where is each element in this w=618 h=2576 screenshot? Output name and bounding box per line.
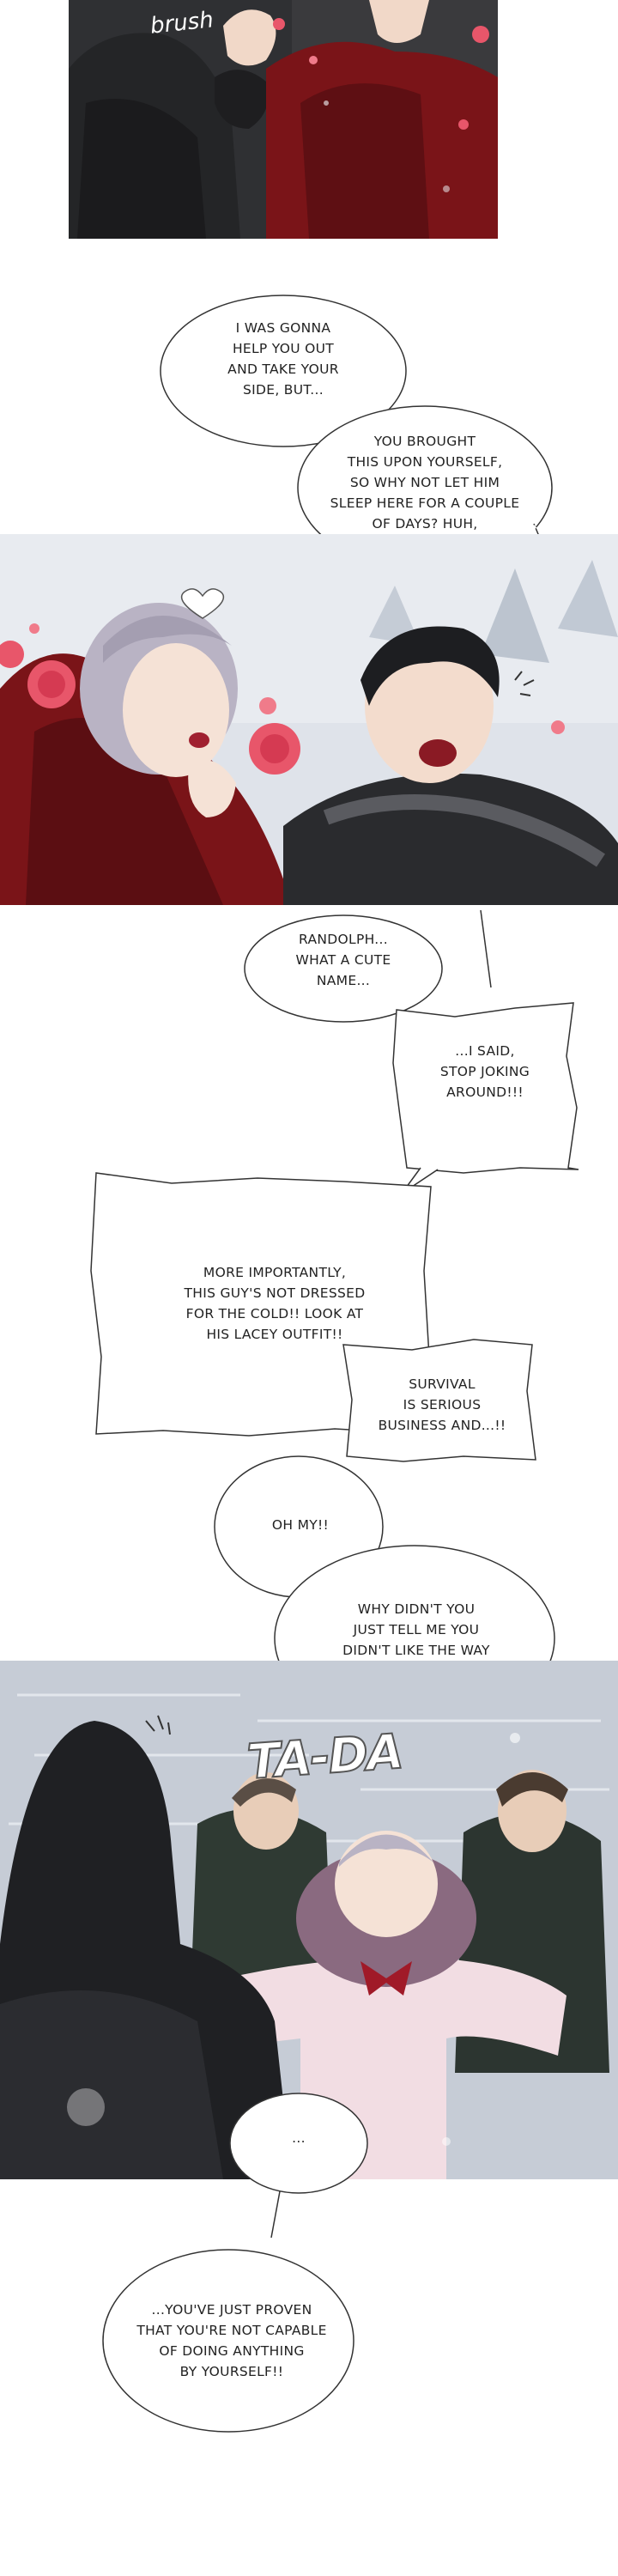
dialogue-9: ... [292, 2130, 306, 2146]
shout-bubble-4 [392, 1002, 579, 1174]
panel-top-brush: brush [69, 0, 498, 239]
dialogue-10: ...YOU'VE JUST PROVEN THAT YOU'RE NOT CA… [136, 2302, 327, 2379]
panel-rose-scene [0, 534, 618, 905]
shout-bubble-6 [342, 1339, 536, 1462]
dialogue-5: MORE IMPORTANTLY, THIS GUY'S NOT DRESSED… [184, 1265, 366, 1342]
panel-tada-scene: TA-DA [0, 1661, 618, 2179]
dialogue-3: RANDOLPH... WHAT A CUTE NAME... [295, 932, 391, 988]
speech-bubble-3-tail [480, 910, 492, 988]
speech-bubble-9 [229, 2093, 368, 2194]
speech-bubble-1 [160, 295, 407, 447]
panel-tada-art [0, 1661, 618, 2179]
dialogue-4: ...I SAID, STOP JOKING AROUND!!! [439, 1043, 530, 1100]
sfx-tada: TA-DA [245, 1723, 404, 1791]
speech-bubble-3 [244, 914, 443, 1023]
bubbles-group-2 [90, 910, 579, 1462]
dialogue-7: OH MY!! [271, 1517, 330, 1533]
dialogue-6: SURVIVAL IS SERIOUS BUSINESS AND...!! [378, 1376, 506, 1433]
dialogue-1: I WAS GONNA HELP YOU OUT AND TAKE YOUR S… [227, 320, 339, 398]
speech-bubble-9-tail [270, 2190, 281, 2239]
bubbles-group-4 [102, 2093, 368, 2433]
speech-bubble-10 [102, 2249, 354, 2433]
panel-top-art [69, 0, 498, 239]
panel-rose-art [0, 534, 618, 905]
